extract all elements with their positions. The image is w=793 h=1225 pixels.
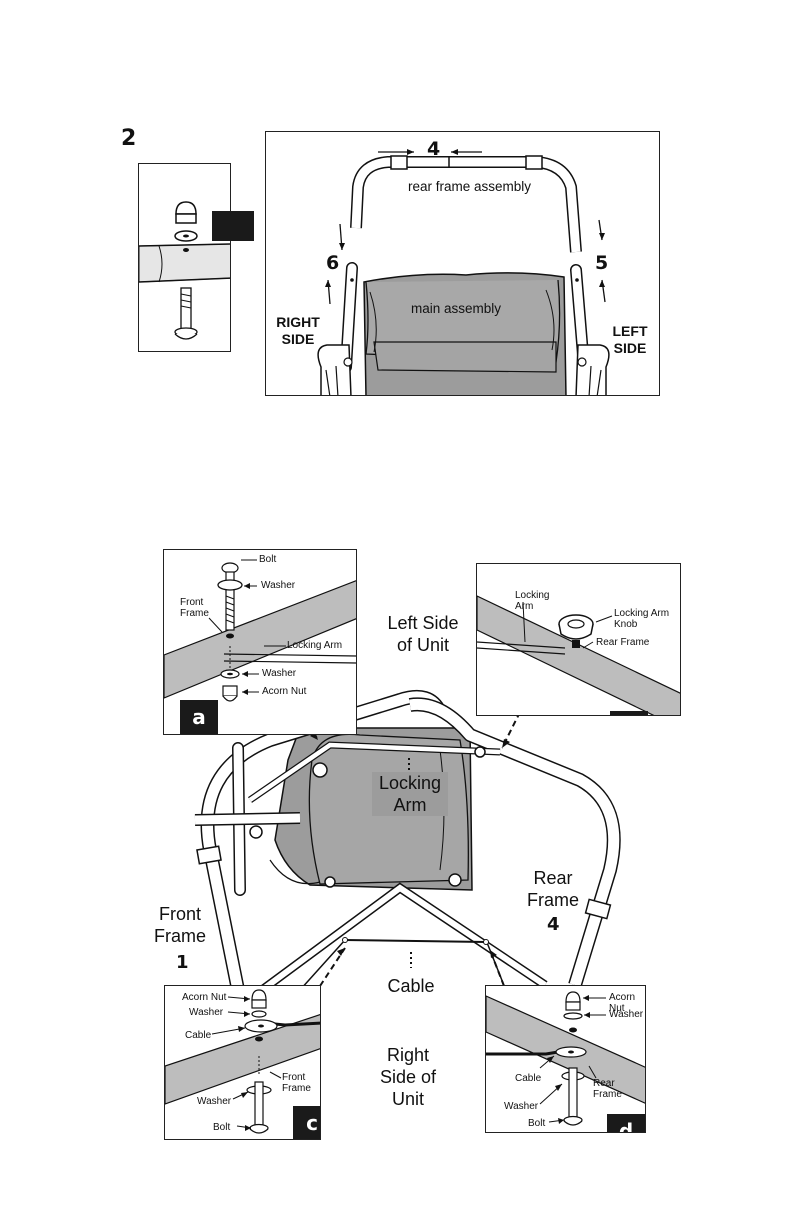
rear-frame-line1: Rear: [533, 868, 573, 888]
main-assembly-label: main assembly: [411, 301, 502, 316]
inset-a-washer-bottom-label: Washer: [262, 668, 297, 679]
front-frame-label: Front Frame: [148, 903, 212, 947]
inset-b-locking-arm-line2: Arm: [515, 601, 534, 612]
rear-frame-line2: Frame: [526, 890, 579, 910]
inset-d-washer-top-label: Washer: [609, 1009, 644, 1020]
inset-b-letter: b: [610, 711, 648, 715]
inset-a-front-frame-line2: Frame: [180, 608, 209, 619]
inset-c-front-frame-line1: Front: [282, 1072, 306, 1083]
inset-c-letter: c: [293, 1106, 320, 1139]
cable-label: Cable: [387, 976, 435, 996]
rear-frame-number: 4: [547, 914, 560, 935]
locking-arm-label: Locking Arm: [372, 772, 448, 816]
inset-d: Acorn Nut Washer Cable Rear Frame Washer…: [485, 985, 646, 1133]
inset-d-bolt-label: Bolt: [528, 1118, 546, 1129]
inset-c-front-frame-label: Front Frame: [282, 1072, 311, 1094]
right-side-of-unit-line1: Right: [386, 1045, 430, 1065]
inset-d-cable-label: Cable: [515, 1073, 542, 1084]
inset-c-washer-bottom-label: Washer: [197, 1096, 232, 1107]
inset-c-front-frame-line2: Frame: [282, 1083, 311, 1094]
inset-b-drawing: [477, 595, 680, 715]
right-side-of-unit-label: Right Side of Unit: [370, 1044, 446, 1110]
inset-a-front-frame-label: Front Frame: [180, 597, 209, 619]
inset-c-washer-top-label: Washer: [189, 1007, 224, 1018]
inset-c-bolt-label: Bolt: [213, 1122, 231, 1133]
front-frame-line2: Frame: [153, 926, 206, 946]
frame-assembly-drawing: [317, 149, 610, 395]
inset-a-bolt-label: Bolt: [259, 554, 277, 565]
arrow-label-4: 4: [427, 138, 441, 160]
inset-b: Locking Arm Locking Arm Knob Rear Frame …: [476, 563, 681, 716]
hardware-drawing: [139, 201, 230, 340]
inset-a-front-frame-line1: Front: [180, 597, 204, 608]
inset-b-knob-line2: Knob: [614, 619, 638, 630]
right-side-label: RIGHT SIDE: [276, 314, 320, 348]
inset-c: Acorn Nut Washer Cable Front Frame Washe…: [164, 985, 321, 1140]
inset-d-rear-frame-line2: Frame: [593, 1089, 622, 1100]
rear-frame-label: Rear Frame: [520, 867, 586, 911]
front-frame-number: 1: [176, 952, 189, 973]
inset-d-letter: d: [607, 1114, 645, 1132]
inset-c-acorn-nut-label: Acorn Nut: [182, 992, 227, 1003]
inset-c-cable-label: Cable: [185, 1030, 212, 1041]
left-side-line2: SIDE: [613, 340, 647, 356]
left-side-of-unit-label: Left Side of Unit: [378, 612, 468, 656]
front-frame-line1: Front: [158, 904, 201, 924]
inset-a-letter: a: [180, 700, 218, 734]
locking-arm-line1: Locking: [378, 773, 442, 793]
inset-b-locking-arm-line1: Locking: [515, 590, 550, 601]
left-side-of-unit-line1: Left Side: [387, 613, 459, 633]
arrow-label-5: 5: [595, 252, 609, 274]
inset-d-rear-frame-line1: Rear: [593, 1078, 615, 1089]
left-side-of-unit-line2: of Unit: [396, 635, 450, 655]
inset-d-acorn-nut-label: Acorn Nut: [609, 992, 636, 1014]
inset-d-drawing: [486, 991, 645, 1126]
inset-a: Bolt Washer Front Frame Locking Arm Wash…: [163, 549, 357, 735]
step-number: 2: [121, 126, 137, 151]
inset-d-washer-bottom-label: Washer: [504, 1101, 539, 1112]
rear-frame-assembly-label: rear frame assembly: [408, 179, 532, 194]
right-side-of-unit-line3: Unit: [391, 1089, 424, 1109]
inset-a-acorn-nut-label: Acorn Nut: [262, 686, 307, 697]
inset-b-locking-arm-label: Locking Arm: [515, 590, 549, 612]
right-side-line1: RIGHT: [276, 314, 320, 330]
right-side-line2: SIDE: [281, 331, 315, 347]
hardware-detail-panel: [138, 163, 231, 352]
inset-a-washer-top-label: Washer: [261, 580, 296, 591]
inset-c-drawing: [165, 989, 320, 1134]
inset-a-locking-arm-label: Locking Arm: [287, 640, 343, 651]
inset-a-drawing: [164, 559, 356, 702]
hardware-callout-marker: [212, 211, 254, 241]
inset-d-rear-frame-label: Rear Frame: [593, 1078, 622, 1100]
inset-b-knob-label: Locking Arm Knob: [614, 608, 669, 630]
locking-arm-line2: Arm: [393, 795, 427, 815]
arrow-label-6: 6: [326, 252, 340, 274]
inset-b-knob-line1: Locking Arm: [614, 608, 670, 619]
left-side-line1: LEFT: [612, 323, 648, 339]
frame-assembly-panel: 4 rear frame assembly 6 5 main assembly …: [265, 131, 660, 396]
left-side-label: LEFT SIDE: [608, 323, 652, 357]
right-side-of-unit-line2: Side of: [379, 1067, 437, 1087]
inset-b-rear-frame-label: Rear Frame: [596, 637, 650, 648]
